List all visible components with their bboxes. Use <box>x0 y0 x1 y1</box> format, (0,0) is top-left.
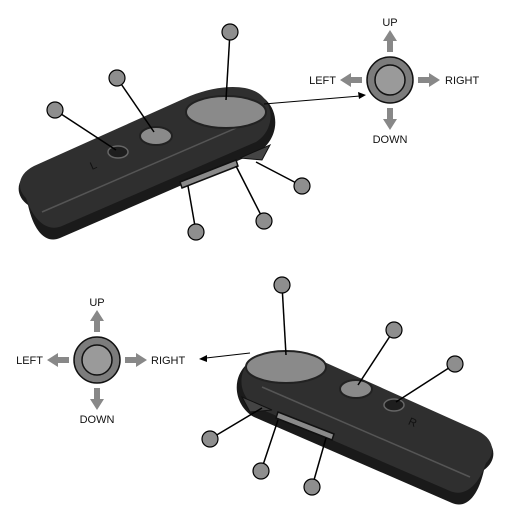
left-callouts <box>46 23 311 241</box>
left-hand-mark: L <box>88 159 98 172</box>
callout-line <box>209 407 263 440</box>
right-controller-highlight <box>261 386 471 478</box>
arrow-down-icon <box>90 388 104 410</box>
bottom-trackpad-pointer <box>199 352 251 362</box>
dpad-down-label: DOWN <box>373 134 408 146</box>
top-trackpad-pointer <box>263 92 366 105</box>
left-trackpad <box>185 95 267 129</box>
callout-dot <box>221 23 239 41</box>
left-system-button <box>107 145 129 159</box>
arrow-up-icon <box>383 30 397 52</box>
callout-dot <box>108 69 126 87</box>
callout-line <box>357 329 395 386</box>
dpad-up-label: UP <box>382 17 397 29</box>
arrow-left-icon <box>340 73 362 87</box>
arrow-right-icon <box>125 353 147 367</box>
bottom-dpad: UP DOWN LEFT RIGHT <box>16 297 185 426</box>
left-app-button <box>139 126 173 146</box>
dpad-down-label: DOWN <box>80 414 115 426</box>
dpad-up-label: UP <box>89 297 104 309</box>
callout-dot <box>255 212 273 230</box>
right-controller: R <box>236 350 494 505</box>
pointer-line <box>205 352 251 359</box>
callout-dot <box>187 223 205 241</box>
callout-dot <box>201 430 219 448</box>
callout-line <box>395 363 456 403</box>
right-app-button <box>339 379 373 399</box>
callout-line <box>235 165 265 222</box>
arrow-up-icon <box>90 310 104 332</box>
arrow-down-icon <box>383 108 397 130</box>
callout-dot <box>385 321 403 339</box>
left-grip-edge <box>239 143 272 161</box>
callout-line <box>116 77 155 133</box>
callout-dot <box>46 101 64 119</box>
callout-line <box>281 284 287 356</box>
left-side-trigger <box>179 159 239 189</box>
left-controller-highlight <box>41 121 251 213</box>
arrow-right-icon <box>418 73 440 87</box>
dpad-right-label: RIGHT <box>151 355 186 367</box>
dpad-center <box>374 64 406 96</box>
right-controller-body <box>241 352 493 493</box>
dpad-right-label: RIGHT <box>445 75 480 87</box>
callout-dot <box>303 478 321 496</box>
dpad-left-label: LEFT <box>16 355 43 367</box>
right-grip-edge <box>240 395 273 413</box>
left-controller: L <box>18 87 276 240</box>
callout-dot <box>446 355 464 373</box>
callout-line <box>54 109 117 151</box>
top-dpad: UP DOWN LEFT RIGHT <box>309 17 479 146</box>
right-side-trigger <box>275 411 335 441</box>
dpad-center <box>81 344 113 376</box>
callout-line <box>225 31 231 101</box>
callout-dot <box>273 276 291 294</box>
callout-line <box>260 419 279 472</box>
right-trackpad <box>245 350 327 384</box>
right-callouts <box>201 276 464 496</box>
arrow-left-icon <box>47 353 69 367</box>
callout-dot <box>252 462 270 480</box>
callout-line <box>255 161 303 187</box>
callout-dot <box>293 177 311 195</box>
pointer-arrowhead <box>358 92 366 99</box>
pointer-arrowhead <box>199 355 207 362</box>
right-system-button <box>383 398 405 412</box>
pointer-line <box>263 95 361 105</box>
dpad-left-label: LEFT <box>309 75 336 87</box>
